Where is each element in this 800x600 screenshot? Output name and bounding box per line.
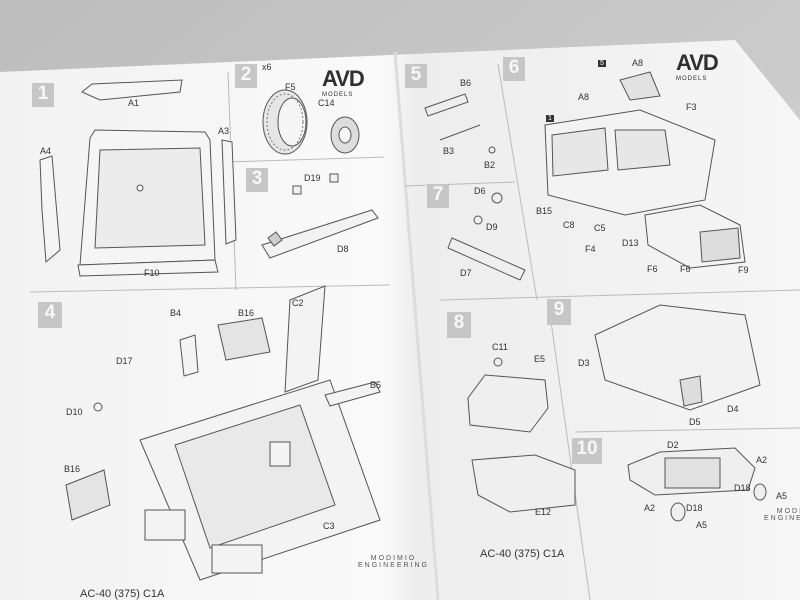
part-label-f10: F10 [144, 268, 160, 278]
footer-right: AC-40 (375) C1A [480, 548, 565, 560]
step-number-3: 3 [246, 168, 268, 192]
multiplier-label: x6 [262, 62, 272, 72]
part-label-f9: F9 [738, 265, 749, 275]
part-label-a5-right: A5 [776, 491, 788, 501]
part-label-a1: A1 [128, 98, 140, 108]
part-label-d18-right: D18 [734, 483, 751, 493]
step-number-8: 8 [447, 312, 471, 338]
part-label-d19: D19 [304, 173, 321, 183]
step10-illustration [627, 447, 767, 522]
part-label-f6-left: F6 [647, 264, 658, 274]
sub-step-1-label: 1 [546, 115, 554, 122]
part-label-a5-left: A5 [696, 520, 708, 530]
part-label-a3: A3 [218, 126, 230, 136]
step8-illustration [467, 357, 576, 513]
step-number-2: 2 [235, 64, 257, 88]
brand-name: MODIMIO [776, 508, 800, 515]
step7-illustration [447, 192, 526, 281]
logo-main: AVD [322, 66, 365, 91]
sub-step-5-label: 5 [598, 60, 606, 67]
modimio-brand-right: MODIMIO ENGINEERING [764, 508, 800, 522]
step-number-4: 4 [38, 302, 62, 328]
part-label-d4: D4 [727, 404, 739, 414]
logo-sub: MODELS [322, 92, 354, 98]
part-label-d7: D7 [460, 268, 472, 278]
part-label-d17: D17 [116, 356, 133, 366]
modimio-brand-left: MODIMIO ENGINEERING [358, 555, 429, 569]
part-label-d9: D9 [486, 222, 498, 232]
step9-illustration [594, 304, 761, 411]
step1-illustration [39, 79, 237, 277]
part-label-d8: D8 [337, 244, 349, 254]
step3-illustration [261, 173, 379, 259]
part-label-f4: F4 [585, 244, 596, 254]
part-label-d2: D2 [667, 440, 679, 450]
part-label-b16-top: B16 [238, 308, 255, 318]
part-label-a8-mid: A8 [578, 92, 590, 102]
part-label-b15: B15 [536, 206, 553, 216]
logo-sub: MODELS [676, 76, 708, 82]
step2-illustration [262, 89, 360, 155]
part-label-b2: B2 [484, 160, 496, 170]
step-number-6: 6 [503, 57, 525, 81]
part-label-b6: B6 [460, 78, 472, 88]
part-label-f3: F3 [686, 102, 697, 112]
step-number-1: 1 [32, 83, 54, 107]
part-label-d5: D5 [689, 417, 701, 427]
part-label-d6: D6 [474, 186, 486, 196]
brand-name: MODIMIO [370, 555, 417, 562]
brand-sub: ENGINEERING [764, 515, 800, 522]
part-label-c3: C3 [323, 521, 335, 531]
part-label-c8: C8 [563, 220, 575, 230]
step-number-7: 7 [427, 184, 449, 208]
step6-illustration [544, 71, 746, 269]
part-label-b16-bottom: B16 [64, 464, 81, 474]
footer-left: AC-40 (375) C1A [80, 588, 165, 600]
logo-main: AVD [676, 50, 719, 75]
part-label-c11: C11 [492, 342, 508, 352]
step4-illustration [65, 285, 381, 581]
step5-illustration [424, 93, 496, 154]
part-label-f5: F5 [285, 82, 296, 92]
part-label-a2-left: A2 [644, 503, 656, 513]
avd-logo-left: AVD MODELS [322, 66, 365, 98]
part-label-d3: D3 [578, 358, 590, 368]
part-label-d13: D13 [622, 238, 639, 248]
part-label-a2-right: A2 [756, 455, 768, 465]
part-label-e12: E12 [535, 507, 552, 517]
part-label-d18-left: D18 [686, 503, 703, 513]
part-label-a8-top: A8 [632, 58, 644, 68]
part-label-b5: B5 [370, 380, 382, 390]
part-label-c2: C2 [292, 298, 304, 308]
step-number-9: 9 [547, 299, 571, 325]
part-label-d10: D10 [66, 407, 83, 417]
brand-sub: ENGINEERING [358, 562, 430, 569]
part-label-c5: C5 [594, 223, 606, 233]
part-label-e5: E5 [534, 354, 546, 364]
part-label-c14: C14 [318, 98, 335, 108]
step-number-5: 5 [405, 64, 427, 88]
part-label-b3: B3 [443, 146, 455, 156]
avd-logo-right: AVD MODELS [676, 50, 719, 82]
part-label-b4: B4 [170, 308, 182, 318]
step-number-10: 10 [572, 438, 602, 464]
part-label-f6-right: F6 [680, 264, 691, 274]
fold-line [393, 51, 440, 600]
part-label-a4: A4 [40, 146, 52, 156]
